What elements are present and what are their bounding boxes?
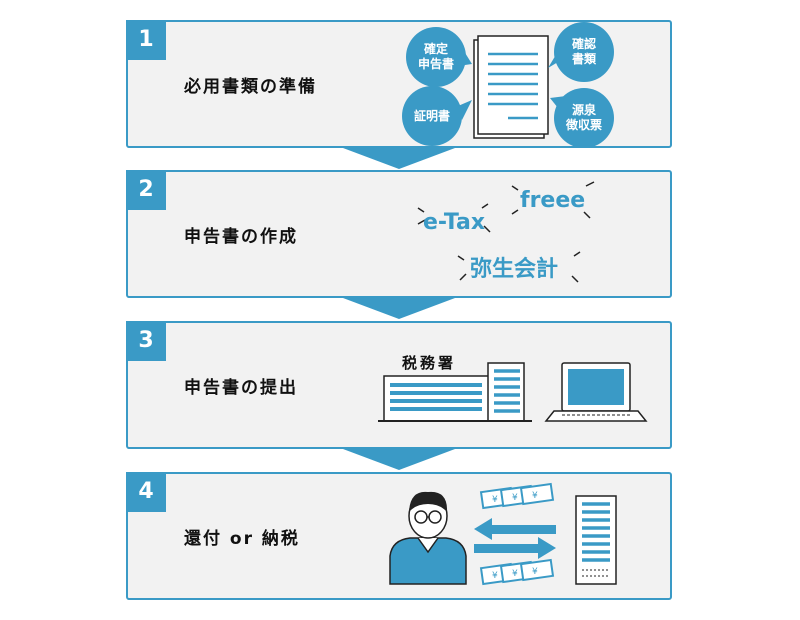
step-3-title: 申告書の提出 [184,378,298,398]
step-2-panel: 2 申告書の作成 [126,170,672,298]
bubble-kakutei-line1: 確定 [424,41,448,56]
step-2-title: 申告書の作成 [184,227,298,247]
bubble-gensen: 源泉 徴収票 [550,88,614,148]
person-icon [389,491,467,585]
freee-label: freee [520,188,585,213]
tax-office-label: 税務署 [402,354,456,372]
bubble-kakunin: 確認 書類 [548,22,614,82]
banknotes-icon: ¥ ¥ ¥ [479,558,555,586]
bubble-kakunin-line2: 書類 [572,51,597,66]
yen-mark-5: ¥ [512,569,518,579]
step-2-number: 2 [126,170,166,210]
step-3-number: 3 [126,321,166,361]
server-building-icon [575,495,617,585]
tax-office-building-icon [378,362,532,422]
bubble-kakutei-line2: 申告書 [418,56,454,71]
flow-arrow-3 [343,449,455,470]
submission-illustration: 税務署 [378,354,648,422]
yen-mark-3: ¥ [532,491,538,501]
documents-icon [473,35,549,139]
step-4-number: 4 [126,472,166,512]
yen-mark-6: ¥ [532,567,538,577]
documents-illustration: 確定 申告書 証明書 確認 書類 源泉 徴収票 [402,22,614,148]
banknotes-icon: ¥ ¥ ¥ [479,482,555,510]
bubble-shomei: 証明書 [402,86,472,146]
yen-mark-1: ¥ [492,495,498,505]
step-1-number: 1 [126,20,166,60]
yen-mark-4: ¥ [492,571,498,581]
yayoi-label: 弥生会計 [470,256,558,282]
refund-illustration: ¥ ¥ ¥ ¥ ¥ ¥ [389,482,617,586]
bubble-kakutei: 確定 申告書 [406,27,472,87]
sparkle-marks [417,181,595,283]
etax-label: e-Tax [423,210,485,235]
bubble-shomei-text: 証明書 [414,108,450,123]
laptop-icon [544,362,648,422]
software-illustration: e-Tax freee 弥生会計 [417,181,595,283]
bubble-kakunin-line1: 確認 [572,36,596,51]
bubble-gensen-line1: 源泉 [572,102,597,117]
bubble-gensen-line2: 徴収票 [565,117,602,132]
step-4-title: 還付 or 納税 [184,529,300,549]
flow-arrow-2 [343,298,455,319]
step-1-title: 必用書類の準備 [184,77,317,97]
yen-mark-2: ¥ [512,493,518,503]
flow-arrow-1 [343,148,455,169]
exchange-arrows-icon [474,518,556,559]
